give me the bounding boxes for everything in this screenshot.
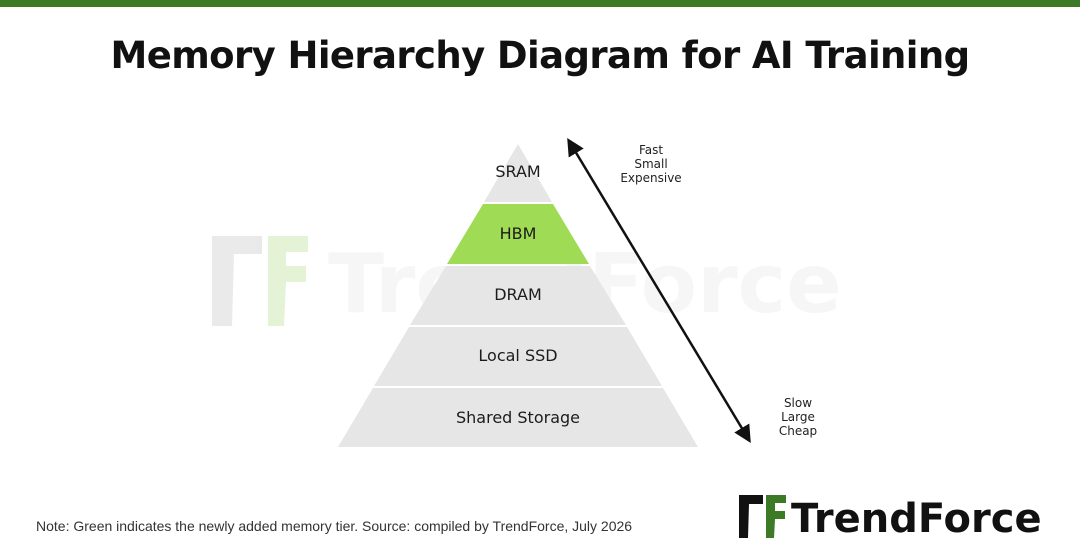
tier-dram-label: DRAM [494, 285, 542, 304]
footer-note: Note: Green indicates the newly added me… [36, 518, 633, 534]
logo-text: TrendForce [791, 496, 1042, 542]
double-arrow [567, 138, 751, 443]
arrow-top-labels: Fast Small Expensive [620, 143, 681, 185]
page-title: Memory Hierarchy Diagram for AI Training [110, 34, 971, 77]
watermark-logo-icon [212, 236, 308, 326]
arrow-bottom-label-3: Cheap [779, 424, 817, 438]
tier-shared-storage-label: Shared Storage [456, 408, 580, 427]
trendforce-logo: TrendForce [739, 495, 1042, 542]
arrow-top-label-3: Expensive [620, 171, 681, 185]
tier-sram-label: SRAM [495, 162, 540, 181]
tier-sram-shape [484, 144, 552, 202]
tier-hbm-shape [447, 204, 589, 264]
arrow-bottom-label-1: Slow [784, 396, 812, 410]
trendforce-logo-icon [739, 495, 786, 538]
tier-hbm-label: HBM [500, 224, 537, 243]
arrow-bottom-labels: Slow Large Cheap [779, 396, 817, 438]
top-accent-bar [0, 0, 1080, 7]
arrow-bottom-label-2: Large [781, 410, 815, 424]
arrow-top-label-2: Small [634, 157, 667, 171]
arrow-top-label-1: Fast [639, 143, 663, 157]
tier-local-ssd-label: Local SSD [478, 346, 557, 365]
